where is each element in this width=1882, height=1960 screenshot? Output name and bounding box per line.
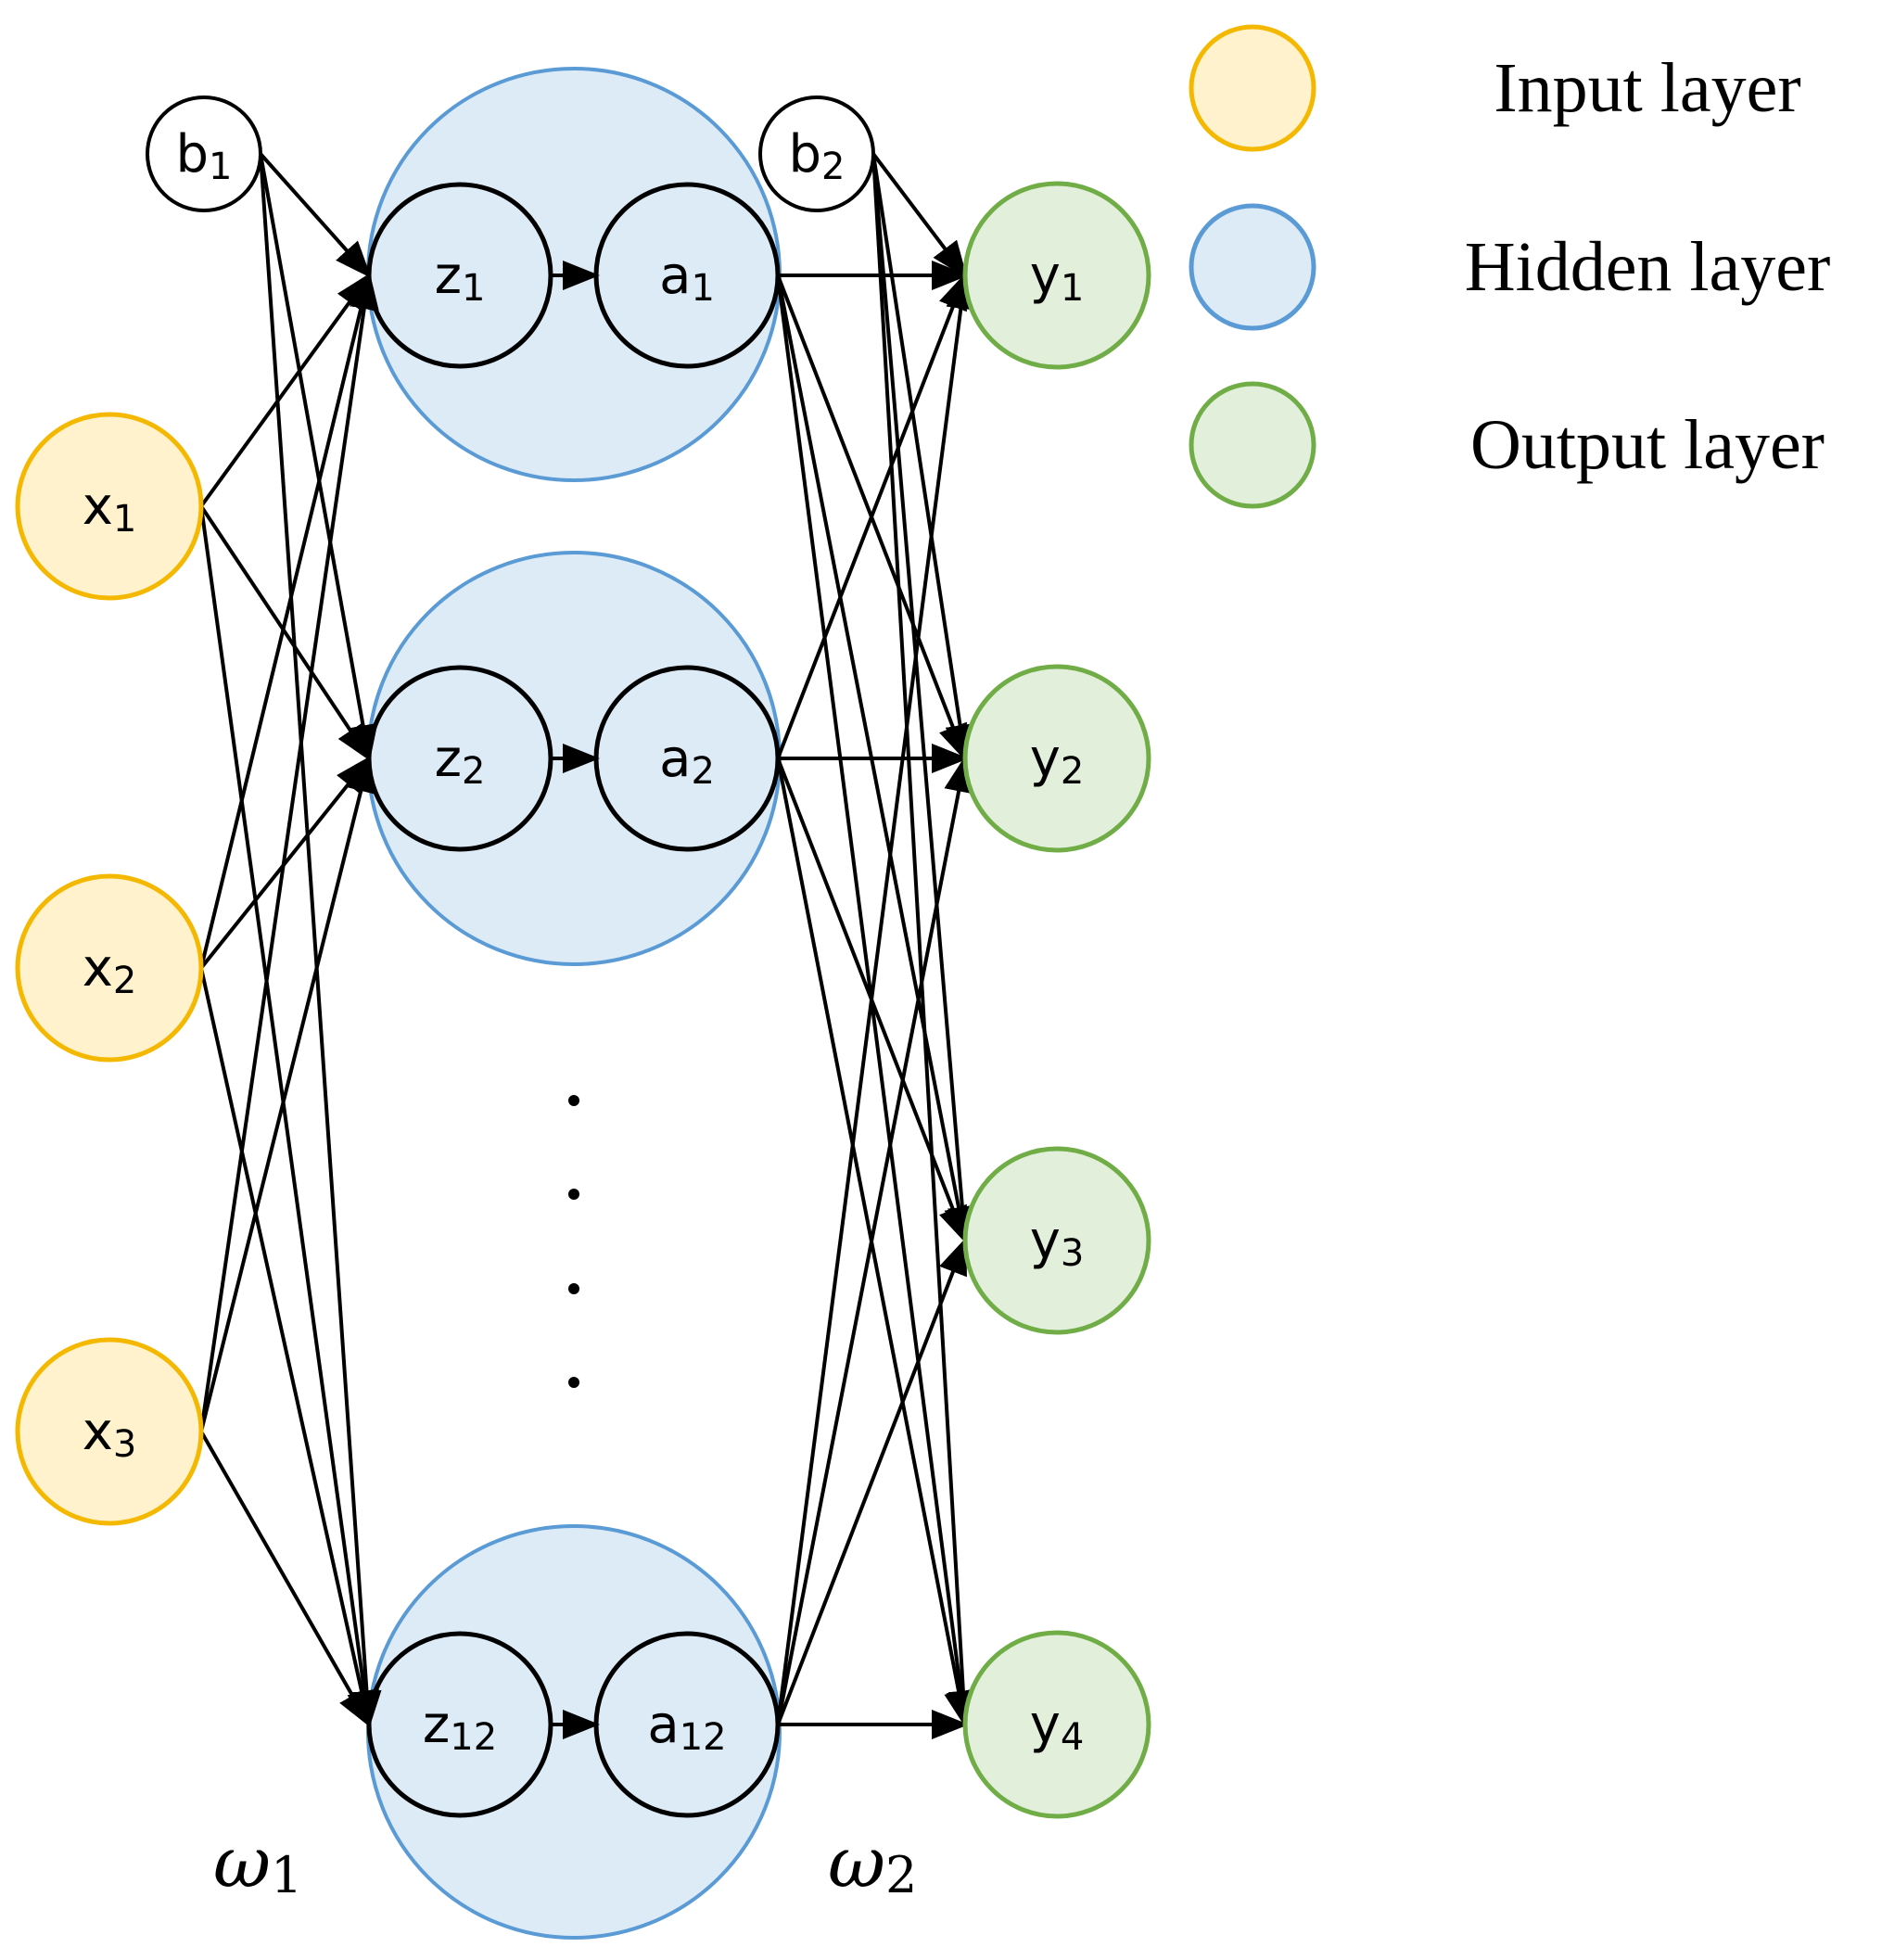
bias-node-b2: b2 bbox=[758, 95, 875, 212]
input-node-x1: x1 bbox=[15, 412, 204, 601]
connection-edges bbox=[199, 152, 978, 1739]
hidden-neuron-a2: a2 bbox=[593, 665, 781, 852]
legend-label-output: Output layer bbox=[1470, 406, 1825, 484]
svg-text:z1: z1 bbox=[435, 246, 486, 311]
legend-item-input: Input layer bbox=[1189, 24, 1801, 152]
svg-text:x3: x3 bbox=[83, 1402, 137, 1467]
svg-text:b2: b2 bbox=[789, 124, 846, 189]
bias-label-base: b bbox=[789, 124, 822, 185]
legend-item-output: Output layer bbox=[1189, 381, 1825, 509]
output-node-y3: y3 bbox=[962, 1146, 1151, 1335]
svg-text:x1: x1 bbox=[83, 477, 137, 541]
legend-label-hidden: Hidden layer bbox=[1465, 228, 1831, 306]
svg-text:y1: y1 bbox=[1030, 246, 1085, 311]
edge-x3-z2 bbox=[199, 755, 375, 1432]
edge-b1-z1 bbox=[259, 152, 372, 278]
ellipsis-dot bbox=[568, 1189, 579, 1200]
weight-label-w1: ω1 bbox=[213, 1821, 302, 1904]
legend-item-hidden: Hidden layer bbox=[1189, 203, 1831, 331]
hidden-neuron-z12: z12 bbox=[366, 1631, 553, 1818]
ellipsis bbox=[568, 1095, 579, 1388]
edge-b2-y4 bbox=[871, 153, 978, 1728]
input-node-x3: x3 bbox=[15, 1337, 204, 1526]
edge-x2-z3 bbox=[199, 967, 376, 1728]
input-node-x2: x2 bbox=[15, 873, 204, 1063]
legend-label-input: Input layer bbox=[1494, 49, 1800, 127]
output-node-y4: y4 bbox=[962, 1630, 1151, 1819]
hidden-layer-groups bbox=[366, 67, 782, 1940]
bias-label-sub: 1 bbox=[209, 146, 232, 188]
hidden-neuron-z1: z1 bbox=[366, 182, 553, 369]
hidden-neuron-a12: a12 bbox=[593, 1631, 781, 1818]
edge-x1-z2 bbox=[199, 504, 372, 762]
legend: Input layer Hidden layer Output layer bbox=[1189, 24, 1831, 509]
legend-swatch-input bbox=[1189, 24, 1316, 152]
hidden-neuron-z2: z2 bbox=[366, 665, 553, 852]
svg-text:y3: y3 bbox=[1030, 1211, 1085, 1276]
edge-x1-z1 bbox=[199, 272, 372, 508]
svg-text:a2: a2 bbox=[659, 729, 715, 794]
edge-a3-y3 bbox=[776, 1237, 967, 1725]
edge-a3-y1 bbox=[776, 272, 976, 1725]
edge-b1-z2 bbox=[259, 153, 378, 762]
output-node-y2: y2 bbox=[962, 664, 1151, 853]
svg-text:b1: b1 bbox=[176, 124, 233, 189]
edge-a3-y2 bbox=[776, 755, 973, 1725]
svg-text:z2: z2 bbox=[435, 729, 486, 794]
legend-swatch-output bbox=[1189, 381, 1316, 509]
svg-text:y2: y2 bbox=[1030, 729, 1085, 794]
edge-b1-z3 bbox=[259, 153, 382, 1728]
ellipsis-dot bbox=[568, 1283, 579, 1294]
bias-node-b1: b1 bbox=[146, 95, 262, 212]
ellipsis-dot bbox=[568, 1095, 579, 1106]
legend-swatch-hidden bbox=[1189, 203, 1316, 331]
edge-x3-z1 bbox=[199, 272, 379, 1432]
edge-x1-z3 bbox=[199, 505, 379, 1728]
edge-b2-y1 bbox=[871, 152, 968, 279]
bias-label-base: b bbox=[176, 124, 210, 185]
hidden-neuron-a1: a1 bbox=[593, 182, 781, 369]
svg-text:y4: y4 bbox=[1030, 1695, 1085, 1760]
ellipsis-dot bbox=[568, 1377, 579, 1388]
edge-a2-y1 bbox=[776, 272, 967, 759]
weight-label-w2: ω2 bbox=[828, 1821, 917, 1904]
svg-text:a1: a1 bbox=[659, 246, 715, 311]
bias-label-sub: 2 bbox=[821, 146, 845, 188]
edge-x3-z3 bbox=[199, 1431, 371, 1728]
output-node-y1: y1 bbox=[962, 181, 1151, 370]
edge-b2-y2 bbox=[871, 153, 975, 762]
svg-text:z12: z12 bbox=[423, 1695, 497, 1760]
svg-text:x2: x2 bbox=[83, 938, 137, 1003]
edge-x2-z1 bbox=[199, 272, 376, 969]
edge-b2-y3 bbox=[871, 153, 977, 1244]
svg-text:a12: a12 bbox=[647, 1695, 726, 1760]
